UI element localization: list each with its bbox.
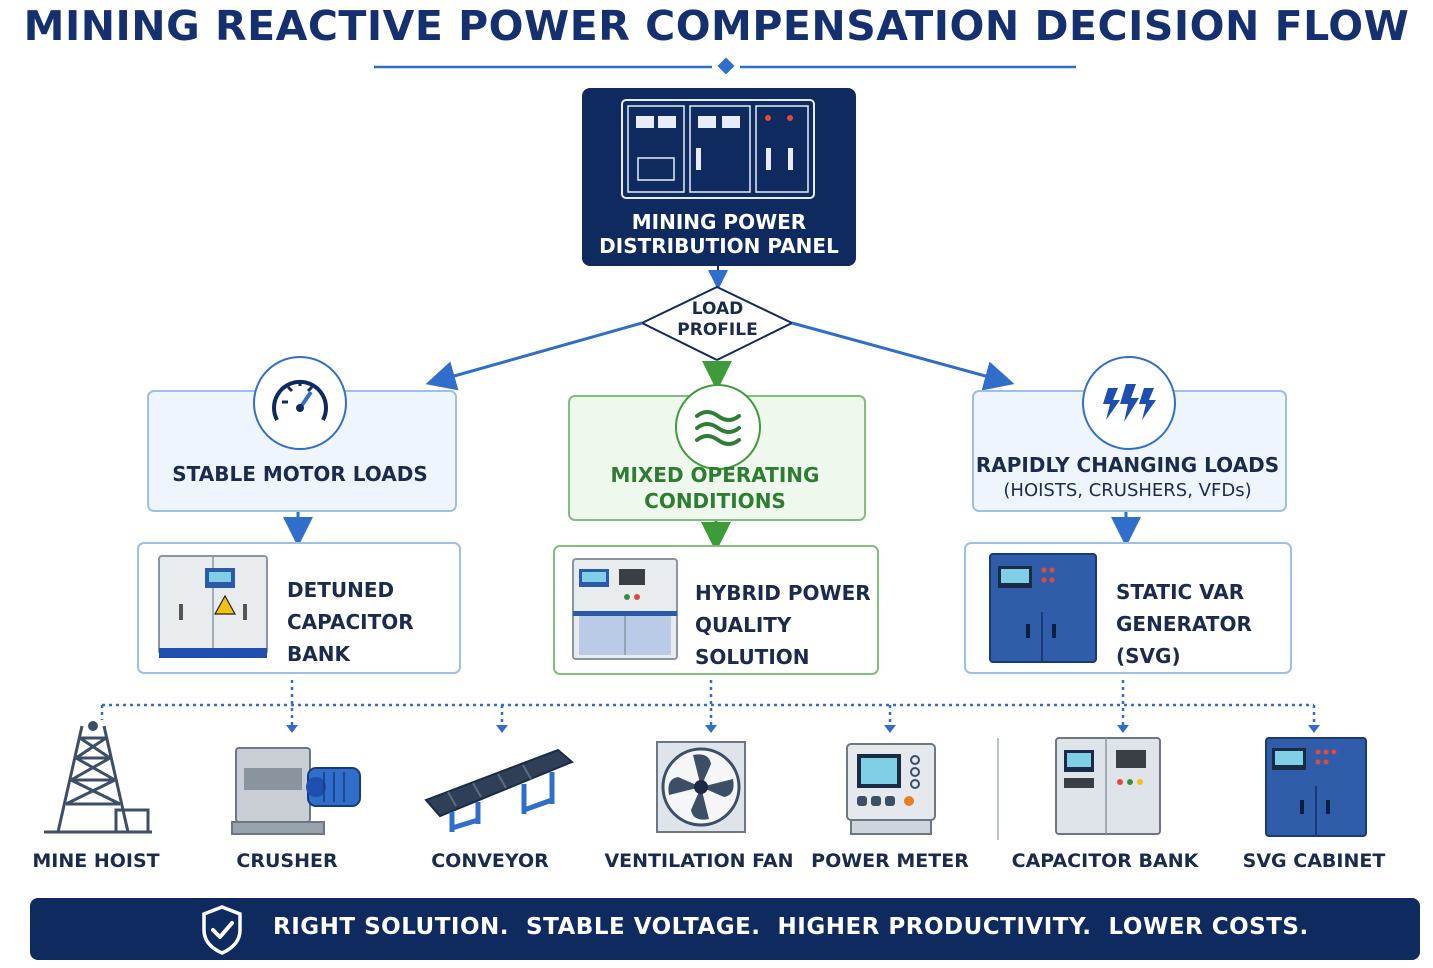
conveyor-icon xyxy=(424,748,574,832)
title-divider xyxy=(374,57,1076,75)
category-mixed-label: MIXED OPERATING CONDITIONS xyxy=(568,462,862,514)
solution-svg-line1: STATIC VAR xyxy=(1116,580,1245,604)
equipment-crusher-label: CRUSHER xyxy=(236,850,338,872)
solution-svg-line2: GENERATOR (SVG) xyxy=(1116,612,1252,668)
category-rapid-label: RAPIDLY CHANGING LOADS (HOISTS, CRUSHERS… xyxy=(972,452,1283,504)
mine-hoist-icon xyxy=(44,721,152,834)
solution-detuned-line1: DETUNED xyxy=(287,578,395,602)
distribution-panel-label: MINING POWER DISTRIBUTION PANEL xyxy=(582,210,856,258)
decision-to-stable-arrow xyxy=(425,321,643,391)
svg-cabinet-equipment-icon xyxy=(1265,737,1367,837)
solution-hybrid-line1: HYBRID POWER xyxy=(695,581,871,605)
solution-detuned-line2: CAPACITOR BANK xyxy=(287,610,414,666)
decision-to-rapid-arrow xyxy=(791,321,1015,391)
panel-label-line1: MINING POWER xyxy=(631,210,807,234)
equipment-distribution-lines xyxy=(100,680,1316,728)
lightning-icon xyxy=(1082,356,1176,450)
equipment-svg-cabinet-label: SVG CABINET xyxy=(1242,850,1386,872)
power-meter-icon xyxy=(846,743,936,835)
shield-check-icon xyxy=(202,905,242,955)
solution-hybrid-line2: QUALITY SOLUTION xyxy=(695,613,810,669)
waves-icon xyxy=(675,384,761,470)
category-rapid-line1: RAPIDLY CHANGING LOADS xyxy=(975,453,1280,477)
equipment-mine-hoist-label: MINE HOIST xyxy=(32,850,160,872)
equipment-power-meter-label: POWER METER xyxy=(811,850,969,872)
fan-icon xyxy=(656,741,746,833)
category-mixed-line2: CONDITIONS xyxy=(644,489,786,513)
distribution-panel xyxy=(582,88,856,266)
solution-detuned-label: DETUNED CAPACITOR BANK xyxy=(287,574,459,670)
page-title: MINING REACTIVE POWER COMPENSATION DECIS… xyxy=(23,2,1410,50)
distribution-panel-icon xyxy=(621,99,815,199)
equipment-fan-label: VENTILATION FAN xyxy=(604,850,794,872)
hybrid-cabinet-icon xyxy=(572,558,678,660)
decision-line1: LOAD xyxy=(691,299,744,319)
summary-banner xyxy=(30,898,1420,960)
decision-label: LOAD PROFILE xyxy=(645,299,790,341)
category-stable-label: STABLE MOTOR LOADS xyxy=(172,462,428,486)
solution-hybrid: HYBRID POWER QUALITY SOLUTION xyxy=(553,545,879,675)
panel-label-line2: DISTRIBUTION PANEL xyxy=(599,234,839,258)
solution-svg: STATIC VAR GENERATOR (SVG) xyxy=(964,542,1292,674)
equipment-capacitor-bank-label: CAPACITOR BANK xyxy=(1011,850,1199,872)
crusher-icon xyxy=(231,747,361,835)
solution-svg-label: STATIC VAR GENERATOR (SVG) xyxy=(1116,576,1290,672)
summary-banner-text: RIGHT SOLUTION. STABLE VOLTAGE. HIGHER P… xyxy=(273,914,1309,940)
gauge-icon xyxy=(253,356,347,450)
solution-hybrid-label: HYBRID POWER QUALITY SOLUTION xyxy=(695,577,877,673)
decision-line2: PROFILE xyxy=(677,320,758,340)
svg-cabinet-icon xyxy=(989,553,1097,663)
capacitor-bank-icon xyxy=(1055,737,1161,835)
equipment-conveyor-label: CONVEYOR xyxy=(431,850,549,872)
category-mixed-line1: MIXED OPERATING xyxy=(610,463,820,487)
solution-detuned: DETUNED CAPACITOR BANK xyxy=(137,542,461,674)
capacitor-cabinet-icon xyxy=(158,555,268,658)
category-rapid-line2: (HOISTS, CRUSHERS, VFDs) xyxy=(1003,480,1252,501)
